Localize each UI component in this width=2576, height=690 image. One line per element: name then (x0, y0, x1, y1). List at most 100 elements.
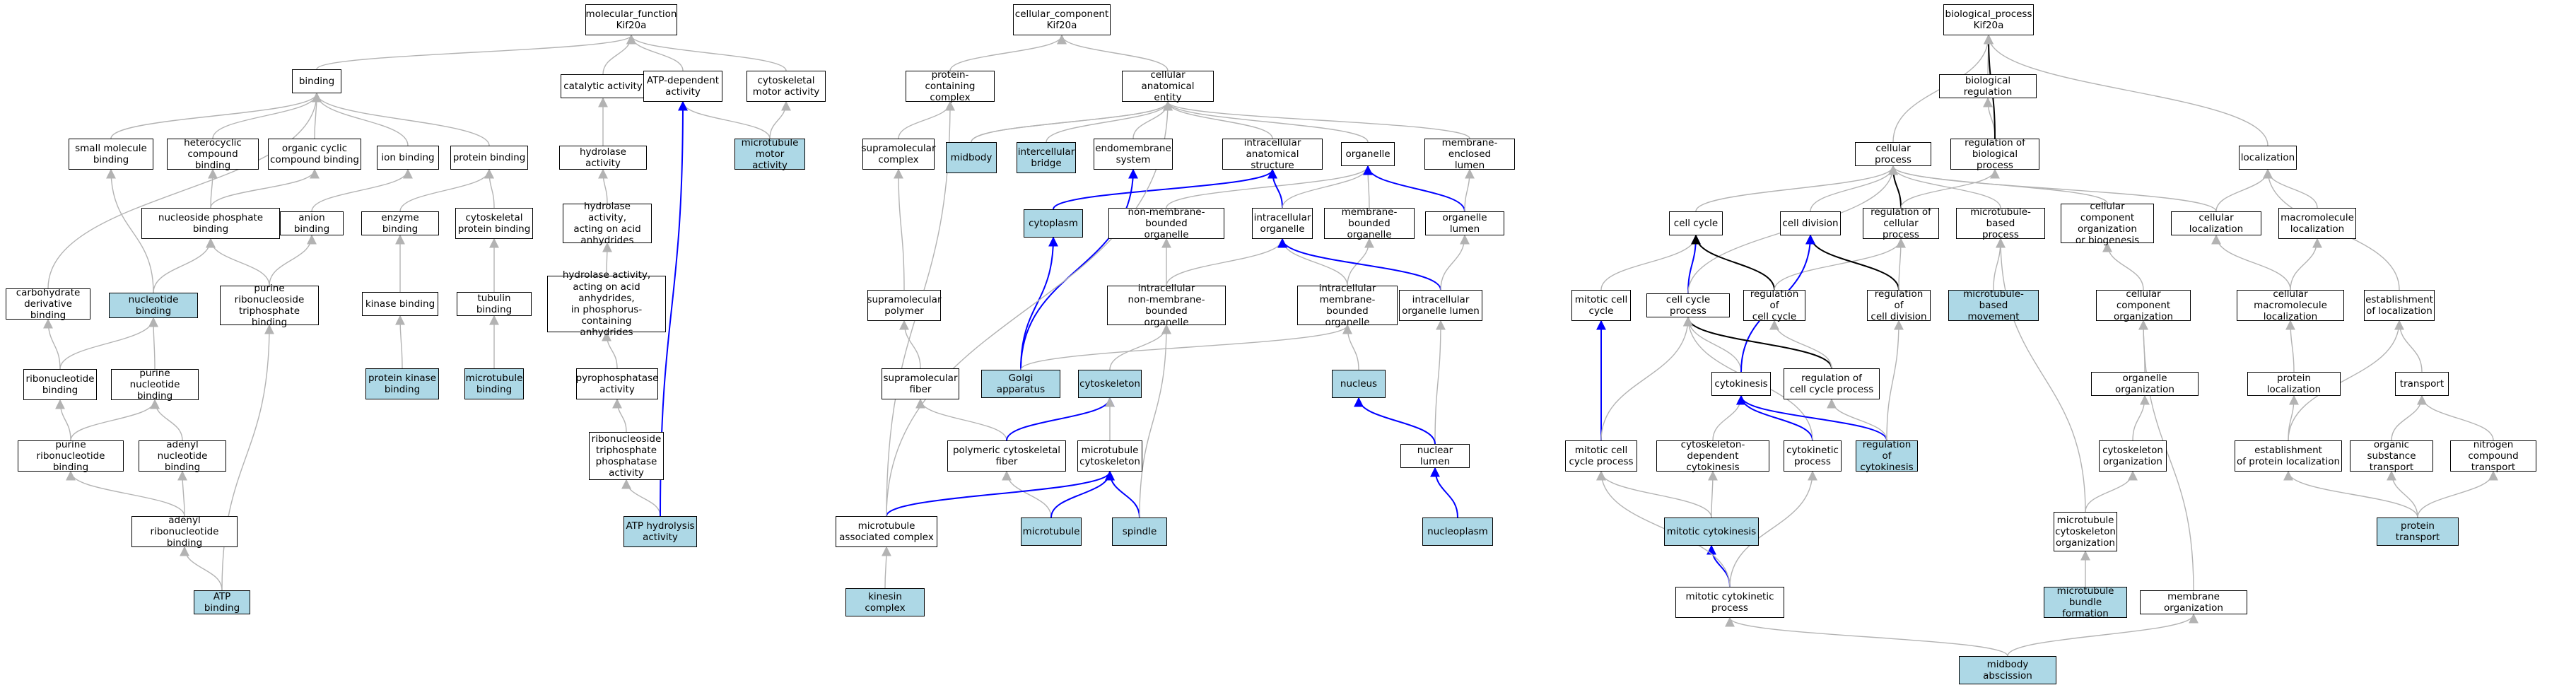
go-term-icmem[interactable]: intracellular membrane-bounded organelle (1297, 283, 1398, 328)
go-term-regcellproc[interactable]: regulation of cellular process (1863, 206, 1939, 240)
go-term-cytokinesis[interactable]: cytokinesis (1711, 372, 1771, 396)
go-term-mf[interactable]: molecular_function Kif20a (585, 4, 677, 35)
go-term-regccproc[interactable]: regulation of cell cycle process (1784, 368, 1880, 399)
go-term-cc[interactable]: cellular_component Kif20a (1013, 4, 1111, 35)
go-term-endomem[interactable]: endomembrane system (1094, 139, 1173, 170)
go-term-transport[interactable]: transport (2395, 372, 2449, 396)
go-term-adenylribo[interactable]: adenyl ribonucleotide binding (131, 515, 238, 549)
go-term-memorgz[interactable]: membrane organization (2140, 590, 2247, 614)
go-term-estprotloc[interactable]: establishment of protein localization (2235, 440, 2342, 472)
go-term-icnonmem[interactable]: intracellular non-membrane-bounded organ… (1107, 283, 1226, 328)
go-term-smallmol[interactable]: small molecule binding (69, 139, 153, 170)
go-term-atpbind[interactable]: ATP binding (194, 590, 250, 614)
go-term-bp[interactable]: biological_process Kif20a (1943, 4, 2034, 35)
go-term-cytomotor[interactable]: cytoskeletal motor activity (747, 71, 826, 102)
go-term-cellloc[interactable]: cellular localization (2171, 211, 2261, 235)
go-term-heterocyclic[interactable]: heterocyclic compound binding (167, 137, 259, 171)
go-term-purnuc[interactable]: purine nucleotide binding (111, 368, 199, 402)
go-term-pyrophos[interactable]: pyrophosphatase activity (576, 368, 658, 399)
go-term-ccproc[interactable]: cell cycle process (1646, 293, 1730, 317)
go-term-cytoorg[interactable]: cytoskeleton organization (2099, 440, 2167, 472)
go-term-cytoskeleton[interactable]: cytoskeleton (1078, 370, 1142, 398)
go-term-icas[interactable]: intracellular anatomical structure (1222, 137, 1323, 171)
go-term-carbo[interactable]: carbohydrate derivative binding (6, 287, 90, 321)
go-term-nucleotide[interactable]: nucleotide binding (109, 293, 198, 318)
go-term-supapolymer[interactable]: supramolecular polymer (867, 290, 942, 321)
go-term-regbio[interactable]: regulation of biological process (1950, 137, 2039, 171)
go-term-cytokproc[interactable]: cytokinetic process (1784, 440, 1842, 472)
go-term-nucleus[interactable]: nucleus (1332, 370, 1386, 398)
go-term-midabs[interactable]: midbody abscission (1959, 656, 2056, 684)
go-term-purribotri[interactable]: purine ribonucleoside triphosphate bindi… (220, 283, 319, 328)
go-term-mtbind[interactable]: microtubule binding (464, 368, 524, 399)
go-term-macroloc[interactable]: macromolecule localization (2278, 208, 2356, 239)
go-term-mitcytokproc[interactable]: mitotic cytokinetic process (1675, 587, 1784, 618)
go-term-supracomplex[interactable]: supramolecular complex (862, 139, 936, 170)
go-term-ccorgbio[interactable]: cellular component organization or bioge… (2061, 201, 2154, 246)
go-term-cae[interactable]: cellular anatomical entity (1122, 69, 1214, 103)
go-term-mtassoc[interactable]: microtubule associated complex (836, 516, 937, 547)
go-term-nuclumen[interactable]: nuclear lumen (1400, 444, 1470, 468)
go-term-protkinase[interactable]: protein kinase binding (365, 368, 439, 399)
go-term-icorglumen[interactable]: intracellular organelle lumen (1399, 290, 1482, 321)
go-term-mitcytok[interactable]: mitotic cytokinesis (1664, 518, 1759, 546)
go-term-atpdep[interactable]: ATP-dependent activity (643, 71, 722, 102)
go-term-spindle[interactable]: spindle (1112, 518, 1167, 546)
go-term-ntpase[interactable]: ribonucleoside triphosphate phosphatase … (589, 432, 664, 480)
go-term-mtcytoorg[interactable]: microtubule cytoskeleton organization (2054, 512, 2117, 551)
go-term-nonmemorg[interactable]: non-membrane-bounded organelle (1108, 206, 1224, 240)
go-term-celldiv[interactable]: cell division (1780, 211, 1841, 235)
go-term-ccorg[interactable]: cellular component organization (2096, 288, 2191, 322)
go-term-ribonuc[interactable]: ribonucleotide binding (23, 369, 97, 400)
go-term-cytoprot[interactable]: cytoskeletal protein binding (455, 208, 533, 239)
go-term-mtmove[interactable]: microtubule-based movement (1948, 288, 2039, 322)
go-term-regcytok[interactable]: regulation of cytokinesis (1856, 439, 1918, 473)
go-term-adenylnuc[interactable]: adenyl nucleotide binding (139, 439, 226, 473)
go-term-orglumen[interactable]: organelle lumen (1425, 211, 1504, 235)
go-term-catalytic[interactable]: catalytic activity (561, 74, 645, 98)
go-term-organelle[interactable]: organelle (1341, 142, 1395, 166)
go-term-orgcyclic[interactable]: organic cyclic compound binding (268, 139, 361, 170)
go-term-purribonuc[interactable]: purine ribonucleotide binding (18, 439, 124, 473)
go-term-cytoplasm[interactable]: cytoplasm (1024, 209, 1083, 238)
go-term-bioreg[interactable]: biological regulation (1939, 74, 2037, 98)
go-term-binding[interactable]: binding (292, 69, 341, 93)
go-term-memlumen[interactable]: membrane-enclosed lumen (1424, 137, 1515, 171)
go-term-regcc[interactable]: regulation of cell cycle (1743, 288, 1805, 322)
go-term-nucphos[interactable]: nucleoside phosphate binding (141, 208, 280, 239)
go-term-icbridge[interactable]: intercellular bridge (1017, 142, 1076, 173)
go-term-nucleoplasm[interactable]: nucleoplasm (1422, 518, 1493, 546)
go-term-cellproc[interactable]: cellular process (1855, 142, 1931, 166)
go-term-icorg[interactable]: intracellular organelle (1252, 208, 1313, 239)
go-term-prottransport[interactable]: protein transport (2377, 518, 2459, 546)
go-term-midbody[interactable]: midbody (946, 142, 997, 173)
go-term-tubulin[interactable]: tubulin binding (457, 292, 532, 316)
go-term-mitcc[interactable]: mitotic cell cycle (1571, 290, 1631, 321)
go-term-mitccproc[interactable]: mitotic cell cycle process (1565, 440, 1637, 472)
go-term-orgsubst[interactable]: organic substance transport (2350, 439, 2433, 473)
go-term-enzyme[interactable]: enzyme binding (361, 211, 439, 235)
go-term-mtmotor[interactable]: microtubule motor activity (734, 137, 805, 171)
go-term-hydrolase[interactable]: hydrolase activity (559, 146, 647, 170)
go-term-microtubule[interactable]: microtubule (1021, 518, 1082, 546)
go-term-hydacid[interactable]: hydrolase activity, acting on acid anhyd… (563, 201, 652, 246)
go-term-kinesin[interactable]: kinesin complex (845, 588, 925, 616)
go-term-localization[interactable]: localization (2239, 146, 2297, 170)
go-term-anion[interactable]: anion binding (280, 211, 344, 235)
go-term-orgorg[interactable]: organelle organization (2091, 372, 2199, 396)
go-term-ionbind[interactable]: ion binding (377, 146, 439, 170)
go-term-protbind[interactable]: protein binding (450, 146, 528, 170)
go-term-cellcycle[interactable]: cell cycle (1669, 211, 1723, 235)
go-term-estloc[interactable]: establishment of localization (2364, 290, 2435, 321)
go-term-kinase[interactable]: kinase binding (362, 292, 438, 316)
go-term-golgi[interactable]: Golgi apparatus (981, 370, 1060, 398)
go-term-memorg[interactable]: membrane-bounded organelle (1324, 206, 1415, 240)
go-term-supafiber[interactable]: supramolecular fiber (882, 368, 959, 399)
go-term-cytodep[interactable]: cytoskeleton-dependent cytokinesis (1656, 439, 1769, 473)
go-term-nitro[interactable]: nitrogen compound transport (2450, 439, 2536, 473)
go-term-protloc[interactable]: protein localization (2247, 372, 2341, 396)
go-term-atphyd[interactable]: ATP hydrolysis activity (623, 516, 697, 547)
go-term-polycytofiber[interactable]: polymeric cytoskeletal fiber (947, 440, 1066, 472)
go-term-protcomplex[interactable]: protein-containing complex (906, 69, 995, 103)
go-term-mtbundle[interactable]: microtubule bundle formation (2044, 585, 2127, 619)
